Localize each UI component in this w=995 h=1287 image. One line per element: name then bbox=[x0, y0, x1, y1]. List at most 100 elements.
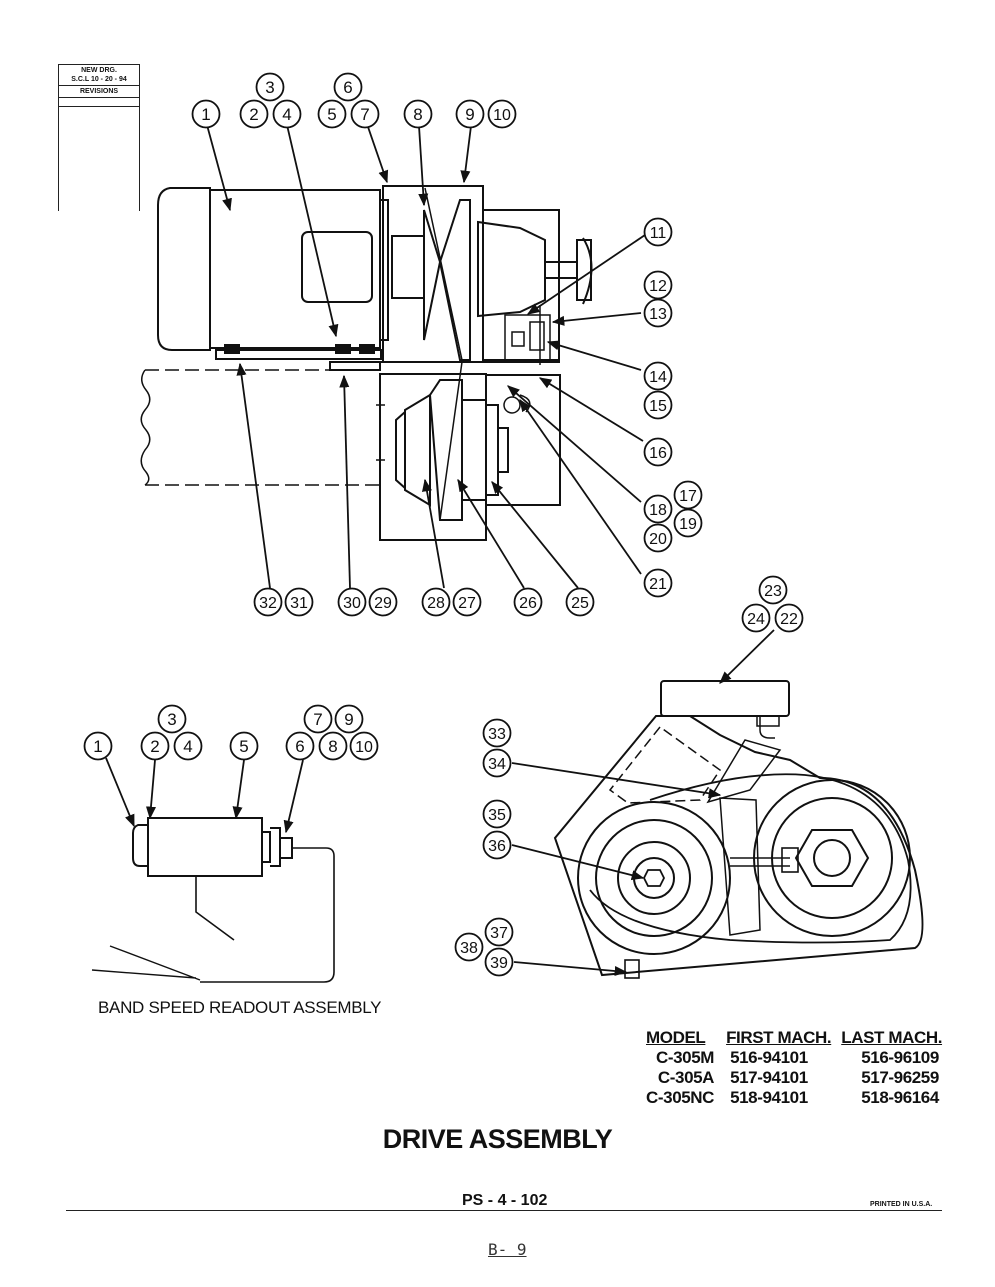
callout-c18: 18 bbox=[643, 494, 673, 524]
lower-belt-guard bbox=[376, 373, 561, 541]
callout-circle bbox=[643, 217, 673, 247]
callout-c34: 34 bbox=[482, 748, 512, 778]
callout-number: 19 bbox=[679, 516, 697, 533]
callout-number: 22 bbox=[780, 611, 798, 628]
callout-circle bbox=[643, 390, 673, 420]
callout-number: 3 bbox=[167, 710, 176, 729]
callout-c7: 7 bbox=[350, 99, 380, 129]
callout-number: 9 bbox=[344, 710, 353, 729]
revisions-label: REVISIONS bbox=[59, 86, 139, 98]
callout-c10: 10 bbox=[487, 99, 517, 129]
callout-circle bbox=[285, 731, 315, 761]
callout-circle bbox=[253, 587, 283, 617]
revision-blank-row bbox=[59, 98, 139, 107]
callout-circle bbox=[318, 731, 348, 761]
callout-circle bbox=[303, 704, 333, 734]
callout-number: 37 bbox=[490, 925, 508, 942]
callout-circle bbox=[513, 587, 543, 617]
model-table-header: MODEL FIRST MACH. LAST MACH. bbox=[646, 1028, 948, 1048]
callout-c24: 24 bbox=[741, 603, 771, 633]
callout-number: 18 bbox=[649, 502, 667, 519]
callout-c37: 37 bbox=[484, 917, 514, 947]
callout-c2: 2 bbox=[239, 99, 269, 129]
callout-circle bbox=[455, 99, 485, 129]
callout-circle bbox=[452, 587, 482, 617]
callout-circle bbox=[643, 270, 673, 300]
callout-c35: 35 bbox=[482, 799, 512, 829]
callout-number: 8 bbox=[328, 737, 337, 756]
callout-number: 33 bbox=[488, 726, 506, 743]
callout-circle bbox=[173, 731, 203, 761]
callout-r7: 7 bbox=[303, 704, 333, 734]
gearbox-input bbox=[477, 220, 593, 318]
table-row: C-305A 517-94101 517-96259 bbox=[646, 1068, 948, 1088]
motor bbox=[157, 187, 389, 351]
callout-number: 35 bbox=[488, 807, 506, 824]
callout-circle bbox=[191, 99, 221, 129]
callout-number: 7 bbox=[360, 105, 369, 124]
first-mach-cell: 516-94101 bbox=[730, 1048, 808, 1067]
callout-circle bbox=[83, 731, 113, 761]
revision-date: S.C.L 10 - 20 - 94 bbox=[71, 76, 127, 83]
callout-c4: 4 bbox=[272, 99, 302, 129]
main-side-view bbox=[140, 185, 593, 541]
callout-number: 27 bbox=[458, 595, 476, 612]
first-mach-cell: 517-94101 bbox=[730, 1068, 808, 1087]
callout-number: 26 bbox=[519, 595, 537, 612]
callout-c3: 3 bbox=[255, 72, 285, 102]
callout-circle bbox=[157, 704, 187, 734]
callout-circle bbox=[643, 494, 673, 524]
callout-number: 15 bbox=[649, 398, 667, 415]
callout-circle bbox=[482, 830, 512, 860]
callout-number: 20 bbox=[649, 531, 667, 548]
callout-c21: 21 bbox=[643, 568, 673, 598]
callout-c31: 31 bbox=[284, 587, 314, 617]
callout-number: 14 bbox=[649, 369, 667, 386]
callout-c33: 33 bbox=[482, 718, 512, 748]
callout-number: 6 bbox=[343, 78, 352, 97]
callout-circle bbox=[758, 575, 788, 605]
callout-number: 29 bbox=[374, 595, 392, 612]
readout-leader-lines bbox=[105, 757, 304, 834]
callout-circle bbox=[482, 799, 512, 829]
callout-circle bbox=[349, 731, 379, 761]
callout-number: 9 bbox=[465, 105, 474, 124]
callout-number: 31 bbox=[290, 595, 308, 612]
callout-number: 30 bbox=[343, 595, 361, 612]
callout-number: 39 bbox=[490, 955, 508, 972]
callout-r3: 3 bbox=[157, 704, 187, 734]
callout-circle bbox=[454, 932, 484, 962]
callout-number: 17 bbox=[679, 488, 697, 505]
last-mach-cell: 517-96259 bbox=[861, 1068, 939, 1087]
callout-number: 28 bbox=[427, 595, 445, 612]
callout-c15: 15 bbox=[643, 390, 673, 420]
callout-number: 2 bbox=[150, 737, 159, 756]
footer-rule bbox=[66, 1210, 942, 1211]
callout-circle bbox=[421, 587, 451, 617]
callout-circle bbox=[643, 361, 673, 391]
callout-circle bbox=[565, 587, 595, 617]
table-row: C-305M 516-94101 516-96109 bbox=[646, 1048, 948, 1068]
callout-c28: 28 bbox=[421, 587, 451, 617]
callout-circle bbox=[350, 99, 380, 129]
tension-bracket bbox=[504, 305, 551, 365]
band-speed-readout-drawing bbox=[91, 817, 335, 983]
callout-c29: 29 bbox=[368, 587, 398, 617]
model-serial-table: MODEL FIRST MACH. LAST MACH. C-305M 516-… bbox=[646, 1028, 948, 1108]
callout-circle bbox=[333, 72, 363, 102]
callout-circle bbox=[487, 99, 517, 129]
drawing-number: PS - 4 - 102 bbox=[462, 1192, 548, 1209]
callout-c23: 23 bbox=[758, 575, 788, 605]
callout-circle bbox=[741, 603, 771, 633]
first-mach-cell: 518-94101 bbox=[730, 1088, 808, 1107]
callout-c11: 11 bbox=[643, 217, 673, 247]
callout-number: 2 bbox=[249, 105, 258, 124]
header-last-mach: LAST MACH. bbox=[841, 1028, 943, 1047]
callout-r4: 4 bbox=[173, 731, 203, 761]
callout-circle bbox=[337, 587, 367, 617]
callout-number: 4 bbox=[183, 737, 192, 756]
callout-c22: 22 bbox=[774, 603, 804, 633]
last-mach-cell: 518-96164 bbox=[861, 1088, 939, 1107]
callout-circle bbox=[673, 508, 703, 538]
